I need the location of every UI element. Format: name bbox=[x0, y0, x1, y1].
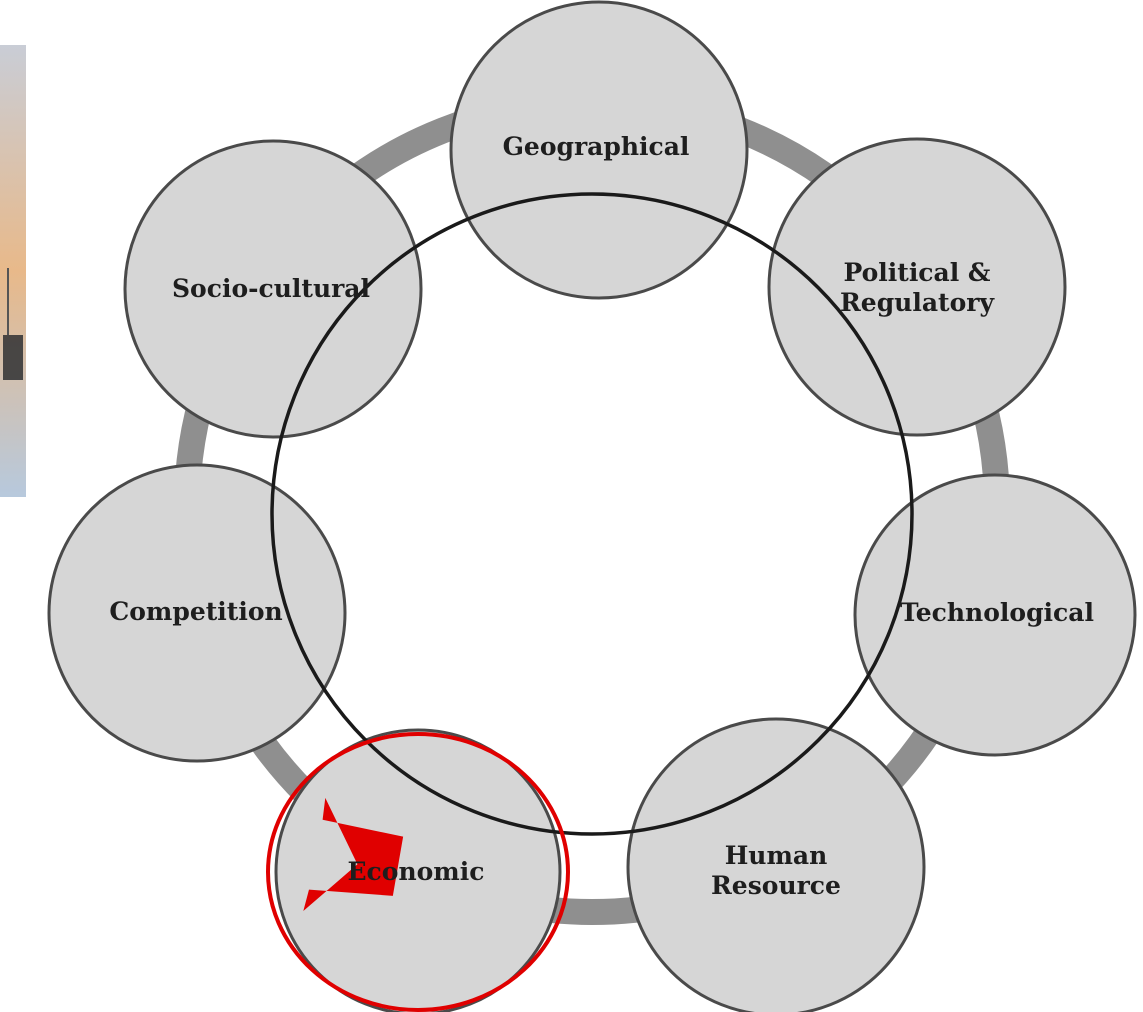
photo-fragment bbox=[0, 45, 26, 497]
node-label-geographical: Geographical bbox=[503, 132, 690, 161]
node-label-line: Competition bbox=[109, 597, 282, 626]
node-label-socio-cultural: Socio-cultural bbox=[172, 274, 370, 303]
node-circle-political-regulatory bbox=[767, 137, 1067, 437]
red-arrow-icon bbox=[303, 797, 404, 912]
node-circle-economic bbox=[274, 728, 562, 1012]
node-label-competition: Competition bbox=[109, 597, 282, 626]
node-label-line: Technological bbox=[900, 598, 1094, 627]
node-label-line: Regulatory bbox=[840, 288, 995, 317]
node-circle-human-resource bbox=[626, 717, 926, 1012]
node-label-line: Political & bbox=[843, 258, 990, 287]
center-circle bbox=[270, 192, 914, 836]
node-circle-socio-cultural bbox=[123, 139, 423, 439]
node-label-line: Geographical bbox=[503, 132, 690, 161]
node-label-technological: Technological bbox=[900, 598, 1094, 627]
node-circle-competition bbox=[47, 463, 347, 763]
highlight-circle bbox=[266, 732, 570, 1012]
node-label-political-regulatory: Political &Regulatory bbox=[840, 258, 995, 317]
node-label-line: Resource bbox=[711, 871, 841, 900]
node-circle-geographical bbox=[449, 0, 749, 300]
node-label-line: Human bbox=[725, 841, 828, 870]
node-label-economic: Economic bbox=[348, 857, 485, 886]
node-circle-technological bbox=[853, 473, 1137, 757]
highlight-annotation bbox=[266, 732, 570, 1012]
node-label-line: Socio-cultural bbox=[172, 274, 370, 303]
node-label-line: Economic bbox=[348, 857, 485, 886]
